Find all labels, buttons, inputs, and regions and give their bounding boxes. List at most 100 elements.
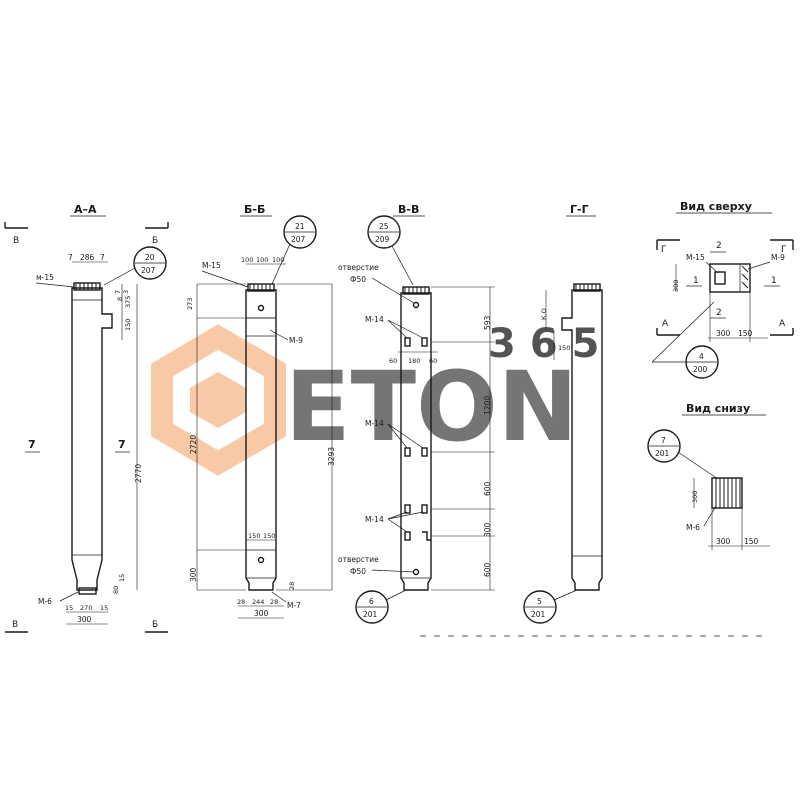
- bb-lower-dim-2: 150: [263, 532, 275, 540]
- bb-overall-dim: 3293: [327, 447, 336, 466]
- bb-width-dim: 300: [254, 609, 269, 618]
- aa-right-dim-4: 375: [124, 296, 132, 308]
- vv-marker-m14-3: М-14: [365, 515, 384, 524]
- top-callout: 4 200: [651, 301, 719, 379]
- bb-top-dim-1: 100: [241, 256, 253, 264]
- vv-hole-label-bottom: отверстие: [338, 555, 379, 564]
- top-cut-a-right: А: [779, 319, 786, 329]
- watermark-logo-icon: [151, 324, 286, 476]
- aa-right-dim-1: 7: [114, 290, 122, 294]
- bottom-dim-1: 300: [716, 537, 731, 546]
- top-cut-a-left: А: [662, 319, 669, 329]
- section-aa: А–А В Б В Б 7 286 7 м-15 7 8 3 37: [4, 203, 169, 633]
- bb-callout-num: 21: [295, 222, 305, 231]
- top-num1-right: 1: [771, 276, 777, 286]
- top-callout-sheet: 200: [693, 365, 708, 374]
- vv-hole-gap-3: 60: [429, 357, 437, 365]
- section-bb-title: Б-Б: [244, 203, 265, 216]
- top-callout-num: 4: [699, 352, 704, 361]
- aa-callout-num: 20: [145, 253, 155, 262]
- gg-callout-num: 5: [537, 597, 542, 606]
- aa-marker-m15: м-15: [36, 273, 54, 282]
- bb-bottom-dim-2: 244: [252, 598, 264, 606]
- vv-callout-bottom: 6 201: [355, 589, 407, 624]
- top-num1-left: 1: [693, 276, 699, 286]
- aa-callout: 20 207: [103, 246, 167, 286]
- bottom-callout: 7 201: [647, 429, 719, 480]
- cut-label-v-top: В: [13, 236, 19, 246]
- section-bb: Б-Б 100 100 100 М-15 М-9 273 2720 300 32…: [186, 203, 336, 619]
- bb-bottom-dim-3: 28: [270, 598, 278, 606]
- bottom-marker-m6: М-6: [686, 523, 700, 532]
- top-marker-m9: М-9: [771, 253, 785, 262]
- top-num2-top: 2: [716, 241, 722, 251]
- bb-marker-m9: М-9: [289, 336, 303, 345]
- top-view-title: Вид сверху: [680, 200, 752, 213]
- aa-side-label-right: 7: [118, 438, 126, 451]
- bb-right-small: 28: [288, 582, 296, 590]
- aa-bottom-dim-2: 270: [80, 604, 92, 612]
- bb-callout-sheet: 207: [291, 235, 306, 244]
- bb-marker-m15: М-15: [202, 261, 221, 270]
- vv-marker-m14-1: М-14: [365, 315, 384, 324]
- top-bottom-dim-1: 300: [716, 329, 731, 338]
- bb-left-dim-2: 2720: [189, 435, 198, 454]
- vv-right-dim-1: 593: [483, 315, 492, 330]
- section-gg: Г-Г К.О 150 5 201: [523, 203, 603, 624]
- bb-top-dim-2: 100: [256, 256, 268, 264]
- bottom-view-title: Вид снизу: [686, 402, 750, 415]
- bb-callout: 21 207: [271, 215, 317, 285]
- top-num2-mid: 2: [716, 308, 722, 318]
- aa-width-dim: 300: [77, 615, 92, 624]
- watermark: ETON 365: [151, 321, 614, 476]
- gg-callout-sheet: 201: [531, 610, 546, 619]
- vv-callout-top: 25 209: [367, 215, 414, 286]
- watermark-accent-text: 365: [488, 321, 614, 367]
- vv-right-dim-3: 600: [483, 481, 492, 496]
- aa-right-dim-5: 150: [124, 319, 132, 331]
- vv-right-dim-5: 600: [483, 562, 492, 577]
- vv-callout-top-num: 25: [379, 222, 389, 231]
- vv-right-dim-4: 300: [483, 522, 492, 537]
- aa-lower-right-2: 15: [118, 574, 126, 582]
- section-vv-title: В-В: [398, 203, 419, 216]
- aa-right-dim-2: 8: [116, 297, 124, 301]
- top-cut-g-left: Г: [661, 245, 667, 255]
- top-left-dim: 300: [672, 280, 680, 292]
- top-cut-g-right: Г: [781, 245, 787, 255]
- cut-label-v-bottom: В: [12, 620, 18, 630]
- aa-side-label-left: 7: [28, 438, 36, 451]
- bb-lower-dim-1: 150: [248, 532, 260, 540]
- aa-top-dim-3: 7: [100, 253, 105, 262]
- aa-marker-m6: М-6: [38, 597, 52, 606]
- vv-marker-m14-2: М-14: [365, 419, 384, 428]
- section-gg-title: Г-Г: [570, 203, 589, 216]
- gg-dim-ko: К.О: [540, 308, 548, 320]
- vv-hole-gap-2: 180: [408, 357, 420, 365]
- vv-hole-gap-1: 60: [389, 357, 397, 365]
- top-bottom-dim-2: 150: [738, 329, 753, 338]
- bb-left-dim-3: 300: [189, 567, 198, 582]
- aa-length-dim: 2770: [134, 464, 143, 483]
- vv-callout-bottom-sheet: 201: [363, 610, 378, 619]
- bottom-view: Вид снизу 300 М-6 300 150 7 201: [647, 402, 770, 550]
- bottom-left-dim: 300: [691, 491, 699, 503]
- gg-callout: 5 201: [523, 589, 578, 624]
- vv-callout-bottom-num: 6: [369, 597, 374, 606]
- bb-left-dim-1: 273: [186, 298, 194, 310]
- gg-dim-150: 150: [558, 344, 570, 352]
- bb-top-dim-3: 100: [272, 256, 284, 264]
- aa-lower-right-1: 80: [112, 586, 120, 594]
- bb-bottom-dim-1: 28: [237, 598, 245, 606]
- vv-hole-dia-top: Ф50: [350, 275, 366, 284]
- aa-right-dim-3: 3: [122, 290, 130, 294]
- aa-bottom-dim-1: 15: [65, 604, 73, 612]
- vv-callout-top-sheet: 209: [375, 235, 390, 244]
- vv-hole-dia-bottom: Ф50: [350, 567, 366, 576]
- aa-callout-sheet: 207: [141, 266, 156, 275]
- cut-label-b-bottom: Б: [152, 620, 158, 630]
- bottom-callout-num: 7: [661, 436, 666, 445]
- vv-hole-label-top: отверстие: [338, 263, 379, 272]
- bb-marker-m7: М-7: [287, 601, 301, 610]
